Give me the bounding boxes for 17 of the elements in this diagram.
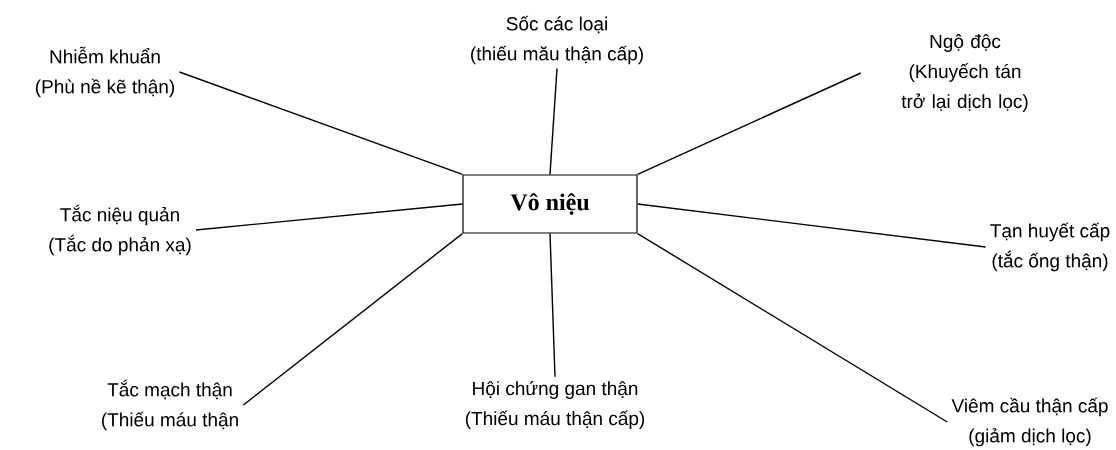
cause-label: Ngộ độc (Khuyếch tán trở lại dịch lọc) xyxy=(901,34,1028,112)
connector-line xyxy=(242,232,464,406)
connector-line xyxy=(549,67,558,176)
cause-label: Nhiễm khuẩn (Phù nề kẽ thận) xyxy=(35,46,175,98)
connector-line xyxy=(636,232,948,423)
cause-label: Sốc các loại (thiếu mău thận cấp) xyxy=(471,15,643,65)
cause-label: Viêm cầu thận cấp (giảm dịch lọc) xyxy=(951,397,1108,447)
cause-label: Hội chứng gan thận (Thiếu máu thận cấp) xyxy=(465,381,645,429)
center-box: Vô niệu xyxy=(462,174,638,234)
connector-line xyxy=(636,203,987,248)
connector-line xyxy=(195,203,464,231)
connector-line xyxy=(636,72,862,176)
connector-line xyxy=(549,232,556,378)
connector-line xyxy=(178,71,464,176)
cause-label: Tắc niệu quản (Tắc do phản xạ) xyxy=(49,204,191,256)
cause-label: Tạn huyết cấp (tắc ống thận) xyxy=(990,222,1110,272)
cause-label: Tắc mạch thận (Thiếu máu thận xyxy=(102,379,238,431)
